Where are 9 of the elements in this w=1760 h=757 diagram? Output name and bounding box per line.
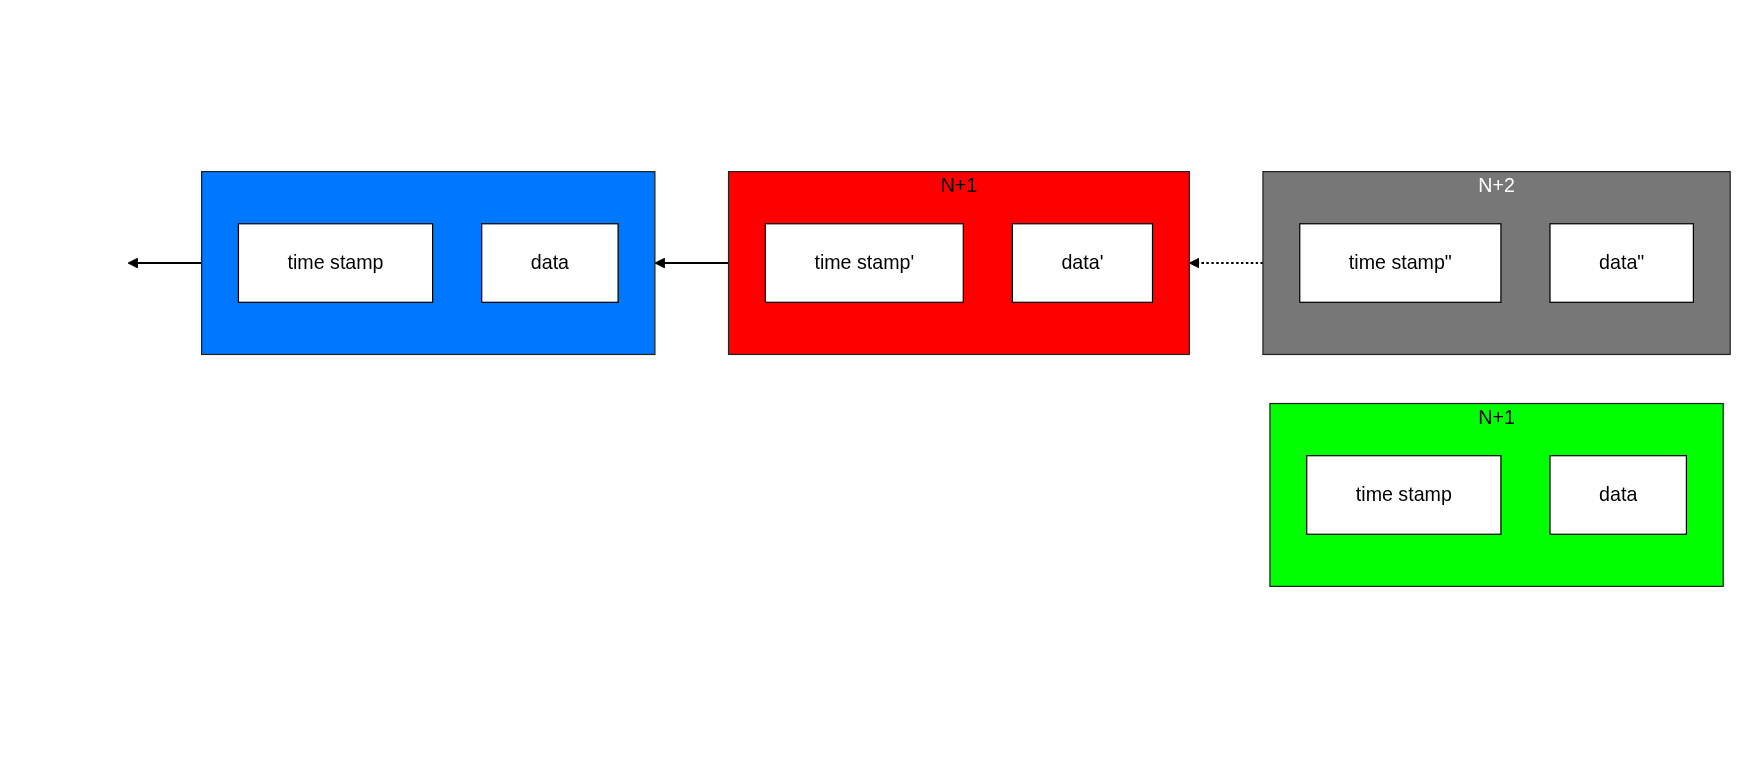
node-box: time stamp' <box>764 222 964 303</box>
node-box: time stamp <box>237 222 434 303</box>
node-box: time stamp <box>1306 454 1502 535</box>
node-box: data" <box>1549 222 1694 303</box>
node-box: data <box>481 222 619 303</box>
node-box: data' <box>1011 222 1154 303</box>
node-box: data <box>1549 454 1687 535</box>
cluster <box>201 170 656 355</box>
node-box: time stamp" <box>1299 222 1502 303</box>
